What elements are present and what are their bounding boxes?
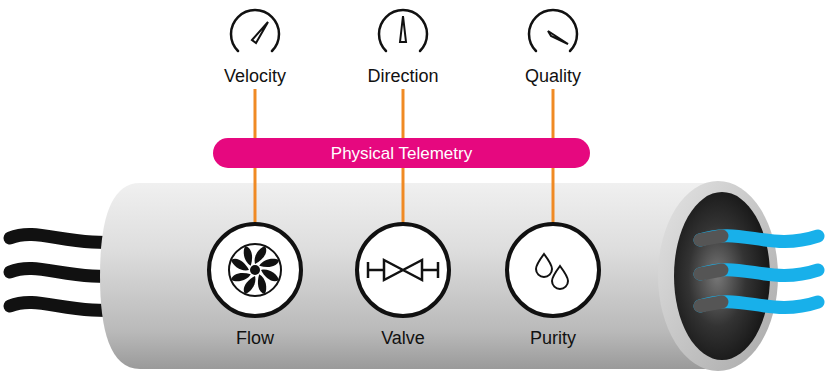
node-label: Velocity (224, 66, 286, 87)
component-node: Valve (373, 222, 433, 351)
component-node: Purity (523, 222, 583, 351)
node-label: Quality (525, 66, 581, 87)
component-circles (209, 224, 599, 316)
telemetry-wire (402, 89, 405, 138)
pipe-body (100, 183, 718, 369)
telemetry-band: Physical Telemetry (213, 138, 590, 168)
gauge-needles (252, 16, 568, 44)
gauge-node: Direction (363, 8, 442, 89)
telemetry-wire (552, 89, 555, 138)
droplet-symbol (536, 254, 568, 289)
node-label: Valve (381, 328, 425, 349)
telemetry-wire (402, 168, 405, 222)
fan-symbol (229, 244, 281, 296)
node-label: Purity (530, 328, 576, 349)
component-node: Flow (225, 222, 285, 351)
valve-symbol (368, 260, 438, 280)
telemetry-wire (253, 89, 256, 138)
gauge-node: Quality (521, 8, 585, 89)
outflow-streams (700, 236, 818, 308)
gauge-icons (231, 10, 577, 51)
gauge-node: Velocity (220, 8, 290, 89)
node-label: Flow (236, 328, 274, 349)
node-label: Direction (367, 66, 438, 87)
band-label: Physical Telemetry (331, 143, 472, 164)
telemetry-wire (552, 168, 555, 222)
telemetry-wire (254, 168, 257, 222)
fan-blade (238, 245, 259, 266)
